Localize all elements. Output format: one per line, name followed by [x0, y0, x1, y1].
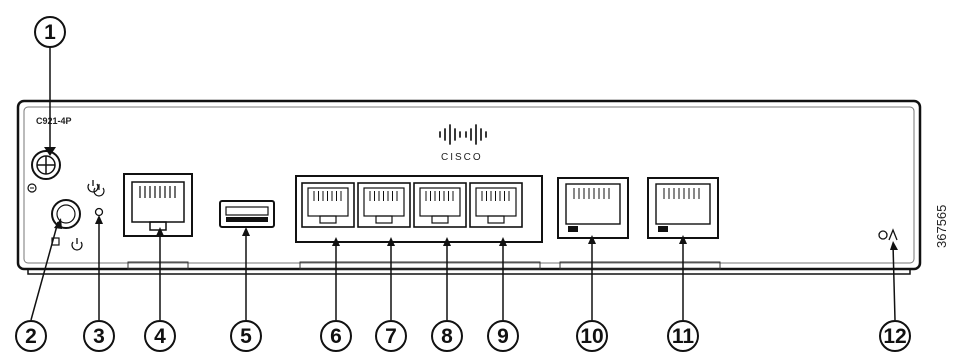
ground-symbol-icon	[27, 183, 37, 193]
switch-port-4	[469, 182, 523, 228]
callout-1: 1	[34, 16, 66, 48]
callout-number: 10	[580, 325, 603, 348]
callout-number: 9	[497, 325, 509, 348]
callout-arrowheads	[44, 147, 898, 250]
wan-port-1	[557, 177, 629, 239]
model-label: C921-4P	[36, 116, 72, 126]
callout-number: 7	[385, 325, 397, 348]
callout-8: 8	[431, 320, 463, 352]
callout-leaders	[30, 47, 896, 321]
callout-number: 11	[672, 325, 695, 348]
callout-number: 3	[93, 325, 105, 348]
console-port	[123, 173, 193, 237]
power-button-icon	[51, 199, 81, 229]
callout-number: 2	[25, 325, 37, 348]
cisco-logo: CISCO	[439, 124, 487, 163]
switch-ports	[301, 182, 523, 228]
callout-number: 5	[240, 325, 252, 348]
callout-number: 1	[44, 21, 56, 44]
callout-3: 3	[83, 320, 115, 352]
lock-icon	[878, 228, 898, 241]
brand-text: CISCO	[441, 152, 483, 163]
callout-number: 8	[441, 325, 453, 348]
switch-port-2	[357, 182, 411, 228]
figure-id: 367565	[934, 205, 949, 248]
callout-11: 11	[667, 320, 699, 352]
callout-7: 7	[375, 320, 407, 352]
switch-port-1	[301, 182, 355, 228]
callout-number: 12	[883, 325, 906, 348]
callout-9: 9	[487, 320, 519, 352]
callout-12: 12	[879, 320, 911, 352]
callout-10: 10	[576, 320, 608, 352]
callout-5: 5	[230, 320, 262, 352]
usb-port	[219, 200, 275, 228]
switch-port-3	[413, 182, 467, 228]
wan-ports	[557, 177, 719, 239]
ground-screw-icon	[31, 150, 61, 180]
callout-4: 4	[144, 320, 176, 352]
callout-number: 4	[154, 325, 166, 348]
callout-2: 2	[15, 320, 47, 352]
power-symbol-icon	[71, 180, 99, 251]
callout-number: 6	[330, 325, 342, 348]
callout-6: 6	[320, 320, 352, 352]
wan-port-2	[647, 177, 719, 239]
